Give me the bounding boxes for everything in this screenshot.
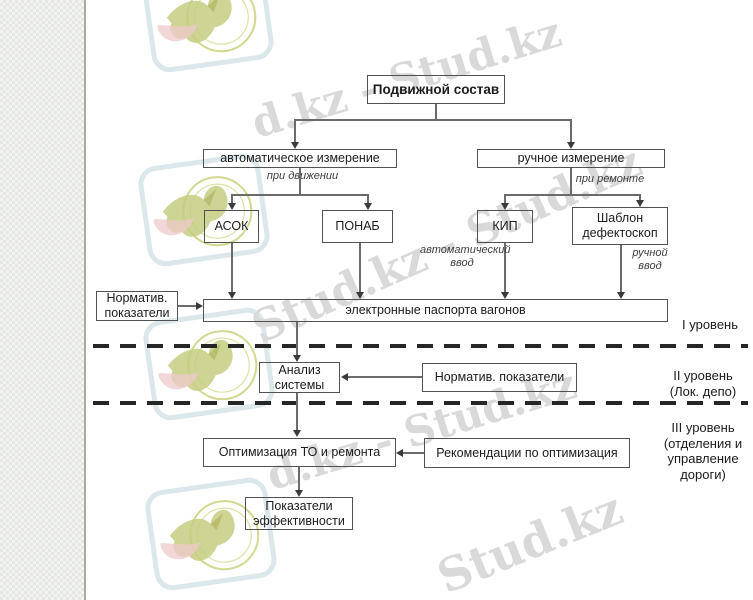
connector bbox=[403, 452, 424, 454]
note-line: ввод bbox=[450, 257, 474, 270]
connector bbox=[367, 194, 369, 204]
arrowhead bbox=[364, 203, 372, 210]
arrowhead bbox=[617, 292, 625, 299]
node-label: Норматив. показатели bbox=[434, 370, 565, 385]
level-1-label: I уровень bbox=[682, 317, 738, 332]
connector bbox=[639, 194, 641, 202]
node-automatic-measurement: автоматическое измерение bbox=[203, 149, 397, 168]
node-normative-indicators-1: Норматив. показатели bbox=[96, 291, 178, 321]
arrowhead bbox=[501, 203, 509, 210]
note-line: автоматический bbox=[420, 244, 511, 256]
connector bbox=[570, 168, 572, 195]
node-label: автоматическое измерение bbox=[220, 151, 380, 166]
arrowhead bbox=[636, 200, 644, 207]
node-label: Рекомендации по оптимизация bbox=[436, 445, 618, 460]
note-manual-input: ручной ввод bbox=[632, 247, 668, 273]
node-label: электронные паспорта вагонов bbox=[345, 303, 526, 318]
connector bbox=[504, 243, 506, 295]
node-optimization: Оптимизация ТО и ремонта bbox=[203, 438, 396, 467]
level-line: дороги) bbox=[680, 466, 726, 482]
level-line: (отделения и bbox=[663, 435, 743, 451]
node-label: АСОК bbox=[214, 219, 249, 234]
connector bbox=[299, 168, 301, 195]
node-label: Подвижной состав bbox=[372, 81, 500, 97]
arrowhead bbox=[228, 203, 236, 210]
node-rolling-stock: Подвижной состав bbox=[367, 75, 505, 104]
arrowhead bbox=[228, 292, 236, 299]
arrowhead bbox=[291, 142, 299, 149]
connector bbox=[435, 104, 437, 120]
level-line: III уровень bbox=[671, 420, 735, 435]
connector bbox=[359, 243, 361, 295]
connector bbox=[296, 322, 298, 358]
connector bbox=[504, 194, 506, 204]
node-label: показатели bbox=[104, 306, 170, 320]
connector bbox=[570, 119, 572, 143]
connector bbox=[231, 194, 368, 196]
page-margin-texture bbox=[0, 0, 86, 600]
node-label: дефектоскоп bbox=[582, 226, 658, 240]
arrowhead bbox=[356, 292, 364, 299]
node-effectiveness-indicators: Показатели эффективности bbox=[245, 497, 353, 530]
note-automatic-input: автоматический ввод bbox=[420, 244, 510, 270]
node-normative-indicators-2: Норматив. показатели bbox=[422, 363, 577, 392]
connector bbox=[298, 467, 300, 491]
connector bbox=[620, 245, 622, 295]
connector bbox=[294, 119, 296, 143]
level-divider-2 bbox=[93, 401, 748, 405]
node-label: Оптимизация ТО и ремонта bbox=[218, 445, 381, 460]
connector bbox=[178, 305, 198, 307]
connector bbox=[296, 393, 298, 431]
level-divider-1 bbox=[93, 344, 748, 348]
stud-kz-hummingbird-logo bbox=[139, 471, 283, 596]
node-label: ПОНАБ bbox=[335, 219, 380, 234]
node-label: КИП bbox=[492, 219, 518, 234]
arrowhead bbox=[293, 430, 301, 437]
connector bbox=[348, 376, 422, 378]
level-line: управление bbox=[667, 451, 739, 466]
level-line: II уровень bbox=[673, 368, 733, 383]
level-3-label: III уровень (отделения и управление доро… bbox=[652, 420, 753, 482]
note-while-moving: при движении bbox=[266, 170, 339, 182]
node-label: Норматив. bbox=[106, 291, 168, 306]
arrowhead bbox=[396, 449, 403, 457]
note-during-repair: при ремонте bbox=[575, 173, 645, 185]
node-label: ручное измерение bbox=[517, 151, 625, 166]
connector bbox=[294, 119, 571, 121]
arrowhead bbox=[196, 302, 203, 310]
node-kip: КИП bbox=[477, 210, 533, 243]
node-label: Шаблон bbox=[596, 211, 644, 226]
stud-kz-watermark-text: Stud.kz bbox=[429, 481, 631, 600]
connector bbox=[231, 243, 233, 295]
arrowhead bbox=[293, 355, 301, 362]
node-recommendations: Рекомендации по оптимизация bbox=[424, 438, 630, 468]
node-system-analysis: Анализ системы bbox=[259, 362, 340, 393]
connector bbox=[231, 194, 233, 204]
node-template-defectoscope: Шаблон дефектоскоп bbox=[572, 207, 668, 245]
node-label: Анализ bbox=[278, 362, 321, 377]
level-line: (Лок. депо) bbox=[669, 383, 737, 399]
arrowhead bbox=[501, 292, 509, 299]
node-label: Показатели bbox=[265, 498, 333, 513]
connector bbox=[504, 194, 640, 196]
level-2-label: II уровень (Лок. депо) bbox=[658, 368, 748, 399]
node-label: системы bbox=[274, 377, 325, 392]
arrowhead bbox=[295, 490, 303, 497]
node-label: эффективности bbox=[253, 513, 345, 528]
arrowhead bbox=[567, 142, 575, 149]
node-manual-measurement: ручное измерение bbox=[477, 149, 665, 168]
stud-kz-hummingbird-logo bbox=[136, 0, 280, 79]
arrowhead bbox=[341, 373, 348, 381]
node-ponab: ПОНАБ bbox=[322, 210, 393, 243]
node-asok: АСОК bbox=[204, 210, 259, 243]
node-electronic-passports: электронные паспорта вагонов bbox=[203, 299, 668, 322]
